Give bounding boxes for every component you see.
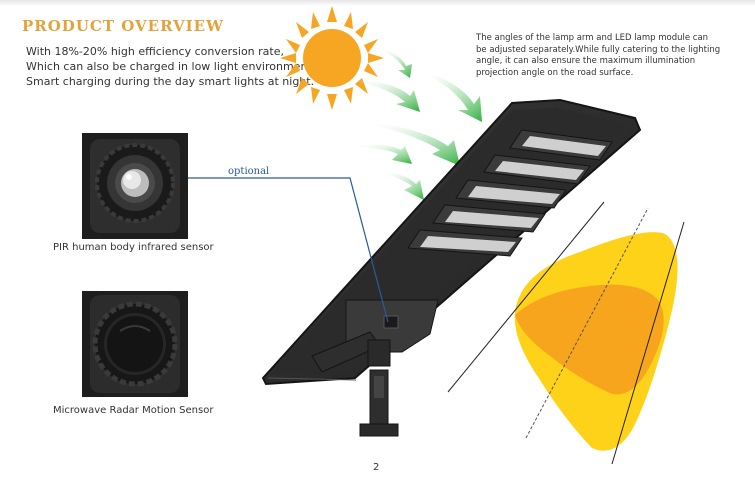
lamp-mount [311,299,439,437]
optional-label: optional [228,166,270,177]
radar-sensor-photo [82,291,188,397]
pir-sensor-photo [82,133,188,239]
intro-line: Which can also be charged in low light e… [26,60,316,73]
page-heading: PRODUCT OVERVIEW [22,17,224,35]
radar-sensor-caption: Microwave Radar Motion Sensor [53,405,214,416]
sun-icon [280,6,384,110]
note-line: be adjusted separately.While fully cater… [476,44,721,55]
angle-adjust-note: The angles of the lamp arm and LED lamp … [476,33,746,79]
intro-text: With 18%-20% high efficiency conversion … [26,44,316,89]
note-line: angle, it can also ensure the maximum il… [476,56,696,66]
page-number: 2 [373,462,380,473]
pir-sensor-icon [82,133,188,239]
sunlight-arrows [350,48,482,200]
radar-sensor-icon [82,291,188,397]
intro-line: With 18%-20% high efficiency conversion … [26,45,284,58]
pir-sensor-caption: PIR human body infrared sensor [53,242,214,253]
note-line: projection angle on the road surface. [476,67,634,78]
optional-callout-line [188,177,389,323]
top-rule [0,0,755,6]
note-line: The angles of the lamp arm and LED lamp … [476,33,709,43]
light-beam [447,201,685,465]
led-modules [407,129,613,257]
intro-line: Smart charging during the day smart ligh… [26,75,315,88]
